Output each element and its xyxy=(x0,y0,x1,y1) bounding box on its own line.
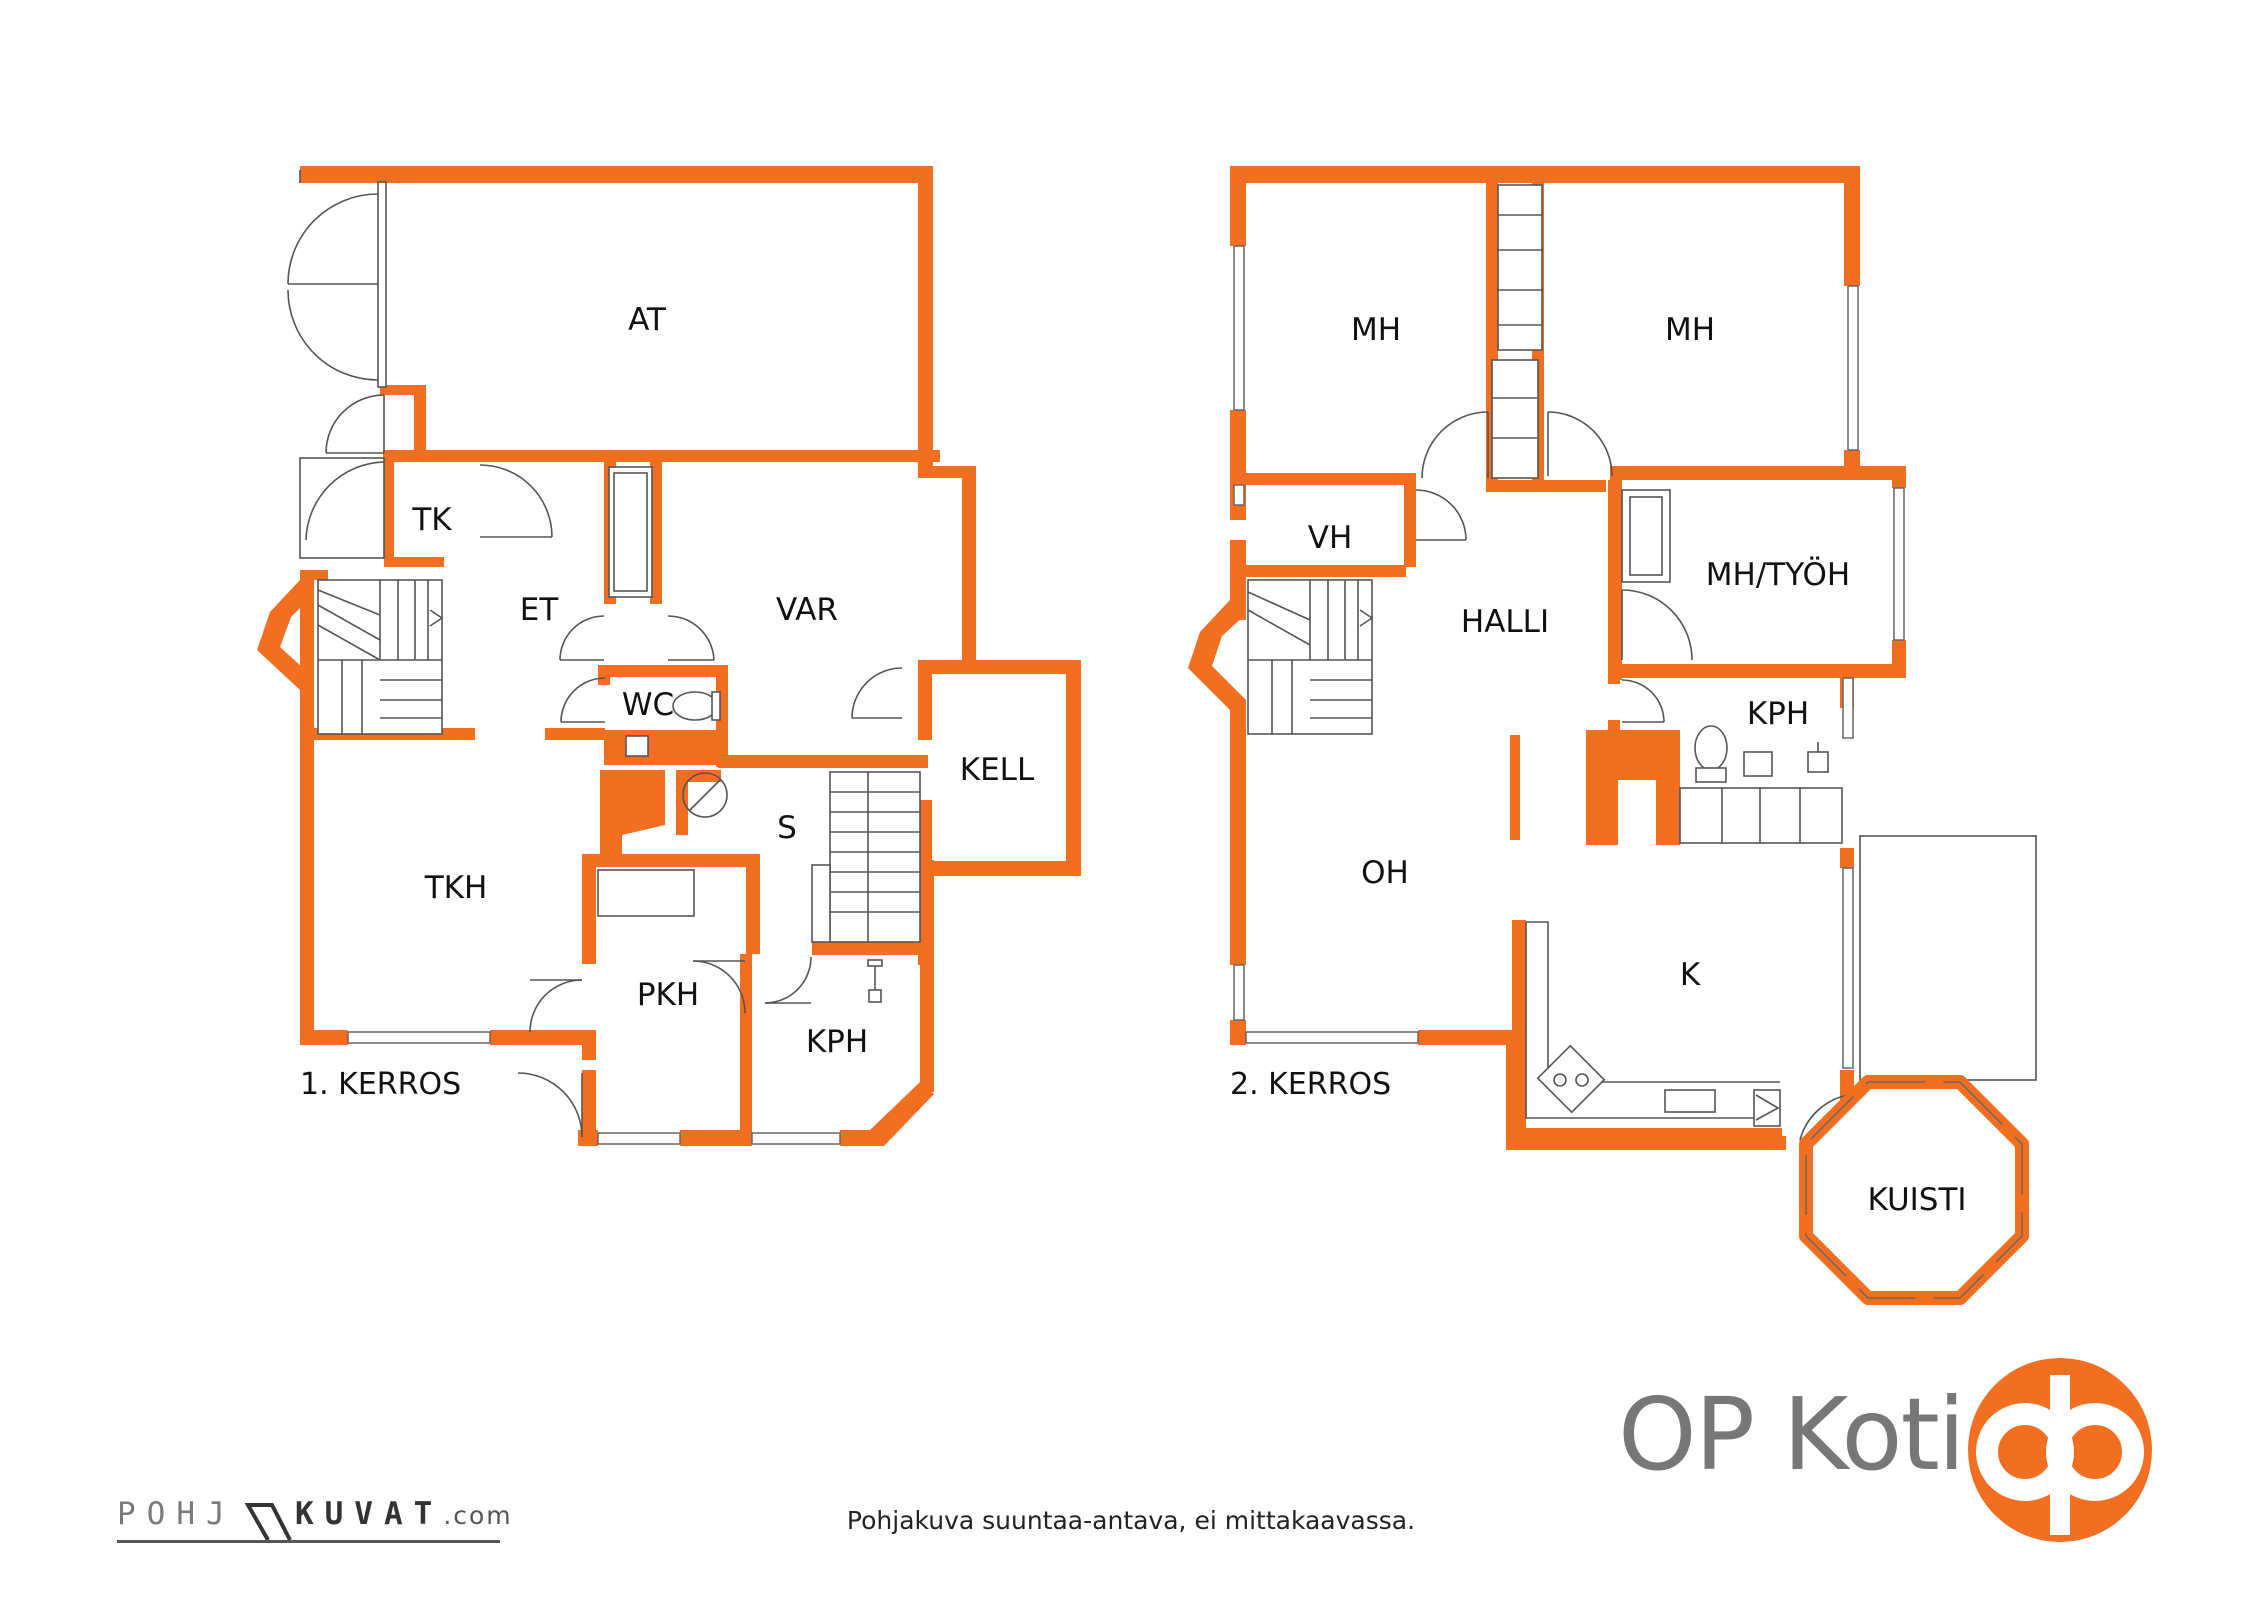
room-label: VH xyxy=(1308,520,1353,556)
porch-kuisti xyxy=(1799,1075,2029,1305)
room-label: KPH xyxy=(1747,696,1809,732)
room-label: TK xyxy=(411,502,452,538)
room-label: KPH xyxy=(806,1024,868,1060)
room-label: AT xyxy=(628,302,667,338)
room-label: MH/TYÖH xyxy=(1706,556,1850,593)
floor-1-plan xyxy=(257,166,1081,1146)
floor-1-doors xyxy=(299,394,903,1138)
credit-part-3: .com xyxy=(443,1501,513,1530)
floor-2-plan xyxy=(1188,166,2037,1305)
room-label: MH xyxy=(1351,312,1401,348)
floor-1-stairs xyxy=(317,579,921,943)
op-logo-icon xyxy=(1968,1358,2152,1542)
room-label: VAR xyxy=(776,592,838,628)
floor-2-windows xyxy=(1233,245,1905,1069)
floor-1-label: 1. KERROS xyxy=(300,1067,461,1102)
floor-2-walls xyxy=(1188,166,1906,1150)
room-label: KELL xyxy=(960,752,1035,788)
disclaimer-note: Pohjakuva suuntaa-antava, ei mittakaavas… xyxy=(846,1506,1416,1535)
credit-part-2: KUVAT xyxy=(294,1496,444,1532)
floor-1-walls xyxy=(257,166,1081,1146)
credit-part-1: POHJ xyxy=(117,1496,236,1532)
credit-underline xyxy=(117,1540,500,1543)
room-label: TKH xyxy=(424,870,488,906)
garage-doors xyxy=(287,170,387,388)
floor-2-stairs xyxy=(1247,579,1374,735)
floor-1-windows xyxy=(347,1031,841,1145)
room-labels: AT TK ET VAR WC KELL S TKH PKH KPH MH MH… xyxy=(300,302,1967,1218)
floor-1-fixtures xyxy=(597,466,883,1003)
room-label: ET xyxy=(520,592,560,628)
floor-2-wardrobes xyxy=(1491,184,1671,583)
room-label: K xyxy=(1680,957,1701,993)
pohjakuvat-logo-icon xyxy=(244,1503,292,1541)
pohjakuvat-credit: POHJ KUVAT.com xyxy=(117,1496,513,1532)
room-label: WC xyxy=(622,687,674,723)
room-label: KUISTI xyxy=(1867,1182,1966,1218)
room-label: MH xyxy=(1665,312,1715,348)
floor-2-fixtures xyxy=(1525,725,2037,1127)
room-label: PKH xyxy=(637,977,699,1013)
floor-2-label: 2. KERROS xyxy=(1230,1067,1391,1102)
room-label: OH xyxy=(1361,855,1409,891)
brand-name: OP Koti xyxy=(1618,1376,1966,1493)
room-label: HALLI xyxy=(1461,604,1549,640)
room-label: S xyxy=(777,810,797,846)
